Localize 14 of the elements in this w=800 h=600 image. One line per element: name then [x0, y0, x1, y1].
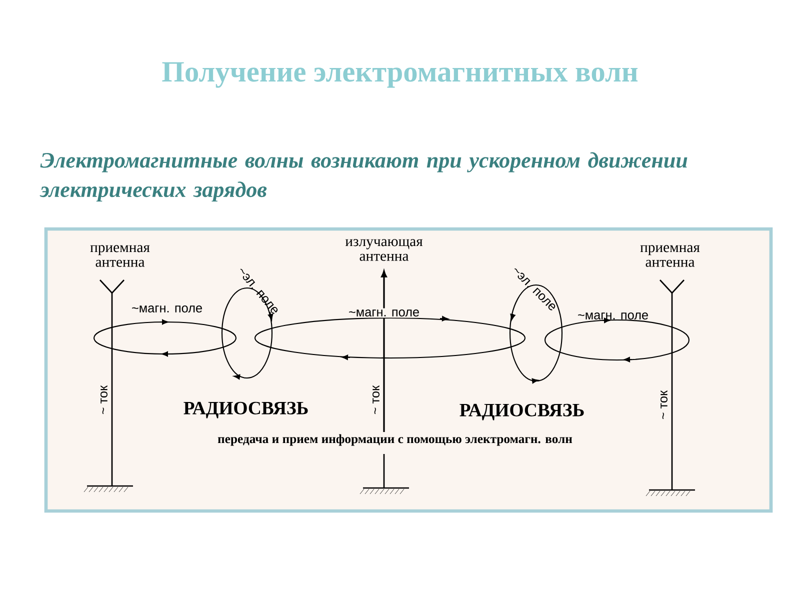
- diagram-heading: РАДИОСВЯЗЬ: [460, 404, 584, 420]
- current-label: ~ ток: [660, 390, 668, 420]
- field-label: ~магн. поле: [349, 310, 419, 316]
- diagram-heading: РАДИОСВЯЗЬ: [184, 402, 308, 418]
- slide-title: Получение электромагнитных волн: [162, 62, 638, 88]
- diagram-note: передача и прием информации с помощью электромагн. волн: [218, 434, 572, 446]
- antenna-label: приемная антенна: [90, 245, 150, 267]
- intro-text: Электромагнитные волны возникают при ускоренном движении электрических зарядов: [40, 152, 688, 202]
- antenna-label: приемная антенна: [640, 245, 700, 267]
- antenna-label: излучающая антенна: [345, 239, 423, 261]
- field-label: ~магн. поле: [578, 312, 648, 320]
- current-label: ~ ток: [372, 385, 380, 414]
- current-label: ~ ток: [100, 385, 108, 414]
- field-label: ~магн. поле: [132, 306, 202, 312]
